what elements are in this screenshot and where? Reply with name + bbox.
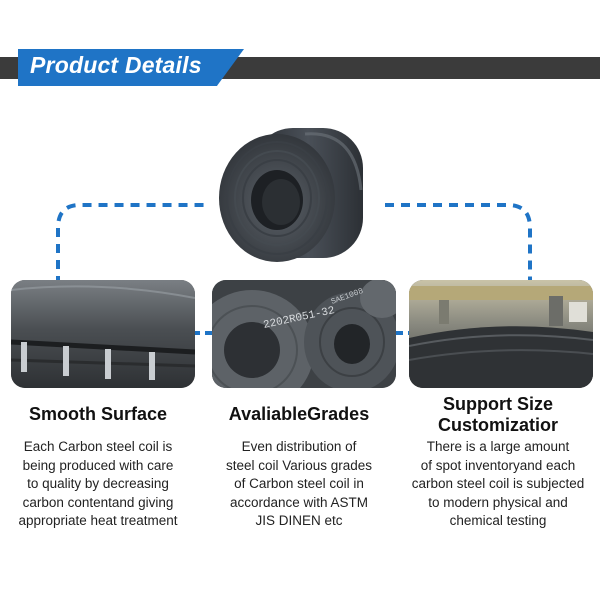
feature-desc-available-grades: Even distribution of steel coil Various … <box>225 439 373 528</box>
feature-title-smooth-surface: Smooth Surface <box>28 404 168 424</box>
page-title: Product Details <box>30 52 202 78</box>
feature-title-available-grades: AvaliableGrades <box>228 404 370 424</box>
steel-coil-image <box>219 128 363 262</box>
connector-left <box>56 203 208 285</box>
header-tab <box>18 49 244 86</box>
connector-right <box>385 203 532 282</box>
rolling-mill-sheet-photo <box>409 280 593 388</box>
smooth-surface-coil-photo <box>11 280 195 388</box>
feature-desc-size-customization: There is a large amount of spot inventor… <box>411 439 585 528</box>
stamped-grade-coil-photo: 2202R051-32 SAE1008 <box>212 280 396 388</box>
feature-title-size-customization: Support Size Customizatior <box>437 394 558 435</box>
feature-desc-smooth-surface: Each Carbon steel coil is being produced… <box>18 439 178 528</box>
